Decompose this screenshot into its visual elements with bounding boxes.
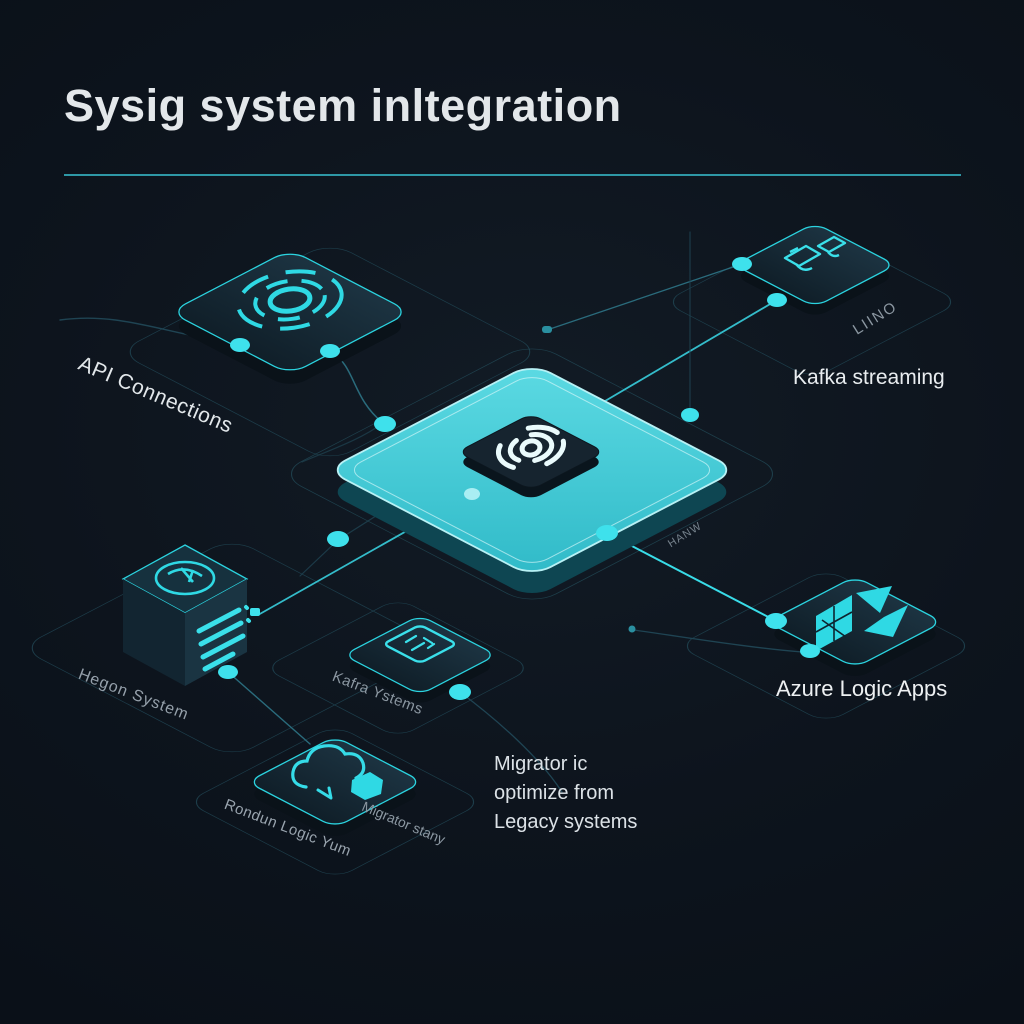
legacy-migration-note: Migrator ic optimize from Legacy systems [494,750,637,837]
dashed-circles-icon [236,269,344,331]
title-underline [64,174,961,176]
node-api [170,249,410,384]
label-kafka-streaming: Kafka streaming [793,366,945,389]
node-kafra [344,615,497,703]
note-line-2: optimize from [494,782,615,804]
note-line-3: Legacy systems [494,811,638,833]
server-list-lines [196,605,251,672]
faceted-diamond-icon [815,586,908,651]
node-kafka [734,223,895,315]
signal-spiral-icon [495,424,567,472]
note-line-1: Migrator ic [494,753,588,775]
label-azure-logic-apps: Azure Logic Apps [776,676,948,701]
code-box-icon [383,625,457,663]
cloud-data-icon [291,744,383,800]
node-hegon [121,544,251,686]
message-queue-icon [783,235,847,271]
globe-server-icon [154,560,216,596]
node-rondun [247,736,422,836]
page-title: Sysig system inltegration [64,80,622,131]
node-azure [767,576,942,676]
connection-dots [218,257,820,700]
node-hub [327,363,737,594]
